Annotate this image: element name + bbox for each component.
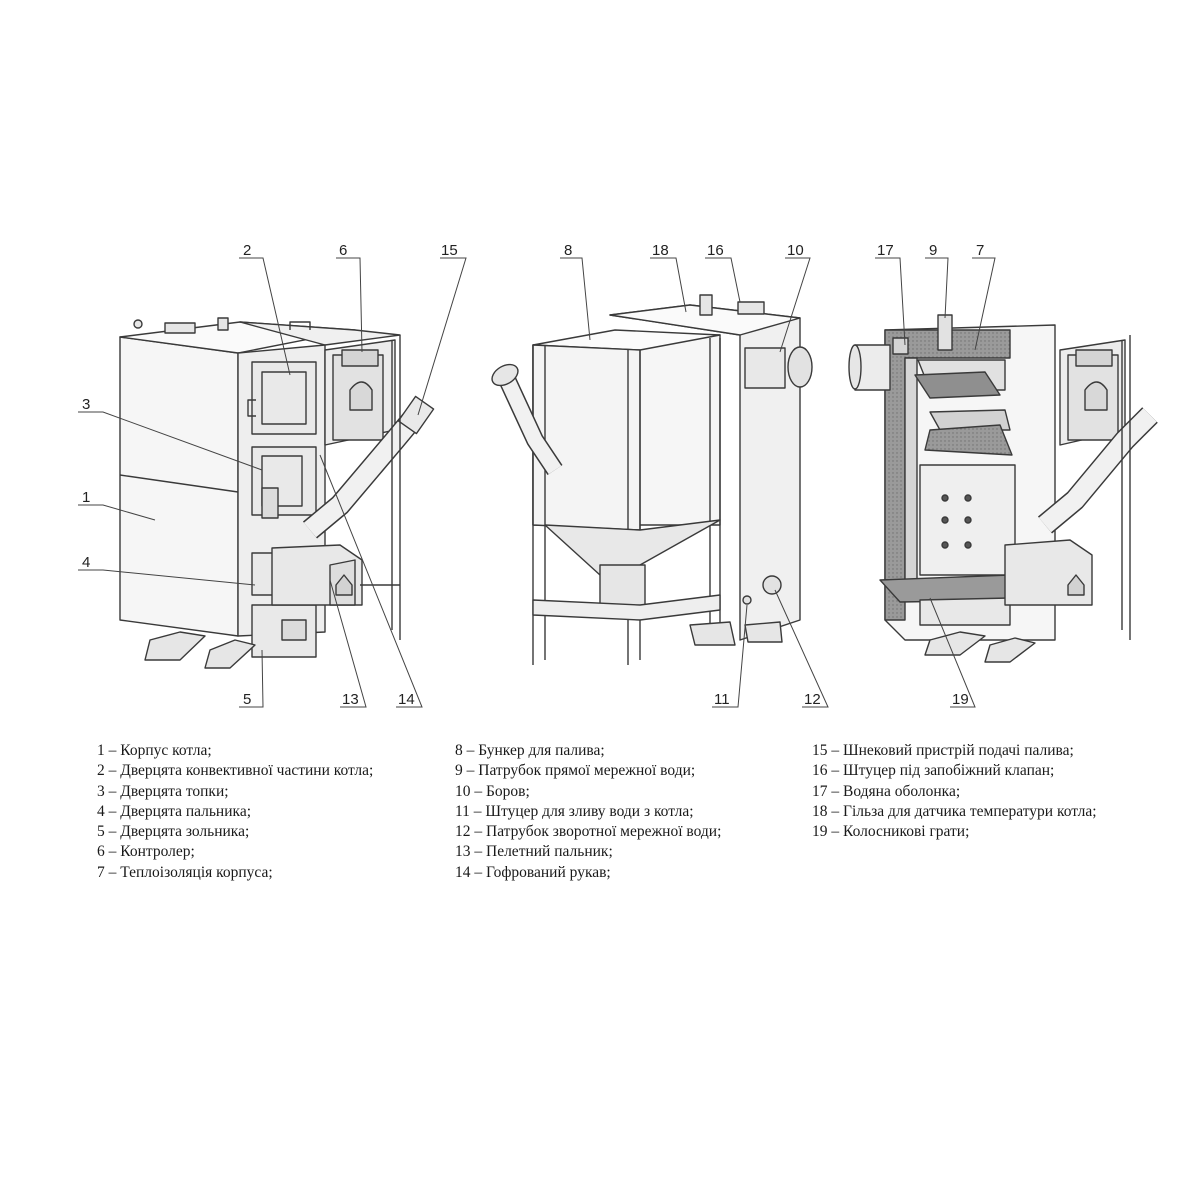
legend-item-7: 7 – Теплоізоляція корпуса; (97, 863, 273, 881)
boiler-front-view (119, 317, 435, 669)
legend-item-12: 12 – Патрубок зворотної мережної води; (455, 823, 722, 841)
legend-item-5: 5 – Дверцята зольника; (97, 823, 250, 841)
callout-9: 9 (929, 242, 937, 259)
legend-item-15: 15 – Шнековий пристрій подачі палива; (812, 742, 1074, 759)
legend-item-18: 18 – Гільза для датчика температури котл… (812, 802, 1097, 820)
legend-item-9: 9 – Патрубок прямої мережної води; (455, 762, 696, 780)
callout-2: 2 (243, 242, 251, 259)
callout-1: 1 (82, 489, 90, 506)
legend-item-14: 14 – Гофрований рукав; (455, 863, 611, 881)
callout-12: 12 (804, 691, 821, 708)
legend-item-13: 13 – Пелетний пальник; (455, 843, 613, 861)
legend-column-1: 1 – Корпус котла; 2 – Дверцята конвектив… (97, 741, 373, 883)
legend-item-6: 6 – Контролер; (97, 843, 195, 861)
legend-item-8: 8 – Бункер для палива; (455, 742, 605, 759)
callout-8: 8 (564, 242, 572, 259)
legend-item-11: 11 – Штуцер для зливу води з котла; (455, 802, 694, 820)
callout-15: 15 (441, 242, 458, 259)
callout-13: 13 (342, 691, 359, 708)
legend-column-3: 15 – Шнековий пристрій подачі палива; 16… (812, 741, 1097, 842)
callout-3: 3 (82, 396, 90, 413)
boiler-section-view (848, 314, 1158, 663)
callout-10: 10 (787, 242, 804, 259)
boiler-rear-view (491, 294, 813, 665)
callout-17: 17 (877, 242, 894, 259)
callout-11: 11 (714, 691, 730, 708)
callout-19: 19 (952, 691, 969, 708)
legend-item-16: 16 – Штуцер під запобіжний клапан; (812, 762, 1055, 780)
callout-7: 7 (976, 242, 984, 259)
legend-item-17: 17 – Водяна оболонка; (812, 782, 961, 800)
legend-column-2: 8 – Бункер для палива; 9 – Патрубок прям… (455, 741, 721, 883)
legend-item-10: 10 – Боров; (455, 782, 530, 800)
legend-item-4: 4 – Дверцята пальника; (97, 802, 252, 820)
callout-leaders (78, 257, 996, 708)
legend-item-3: 3 – Дверцята топки; (97, 782, 229, 800)
callout-18: 18 (652, 242, 669, 259)
callout-6: 6 (339, 242, 347, 259)
callout-5: 5 (243, 691, 251, 708)
callout-4: 4 (82, 554, 90, 571)
callout-16: 16 (707, 242, 724, 259)
legend-item-2: 2 – Дверцята конвективної частини котла; (97, 762, 374, 780)
legend-item-19: 19 – Колосникові грати; (812, 823, 970, 841)
callout-labels: 2 6 15 3 1 4 5 13 14 8 18 16 10 11 12 17… (82, 242, 984, 708)
callout-14: 14 (398, 691, 415, 708)
legend-item-1: 1 – Корпус котла; (97, 742, 212, 759)
